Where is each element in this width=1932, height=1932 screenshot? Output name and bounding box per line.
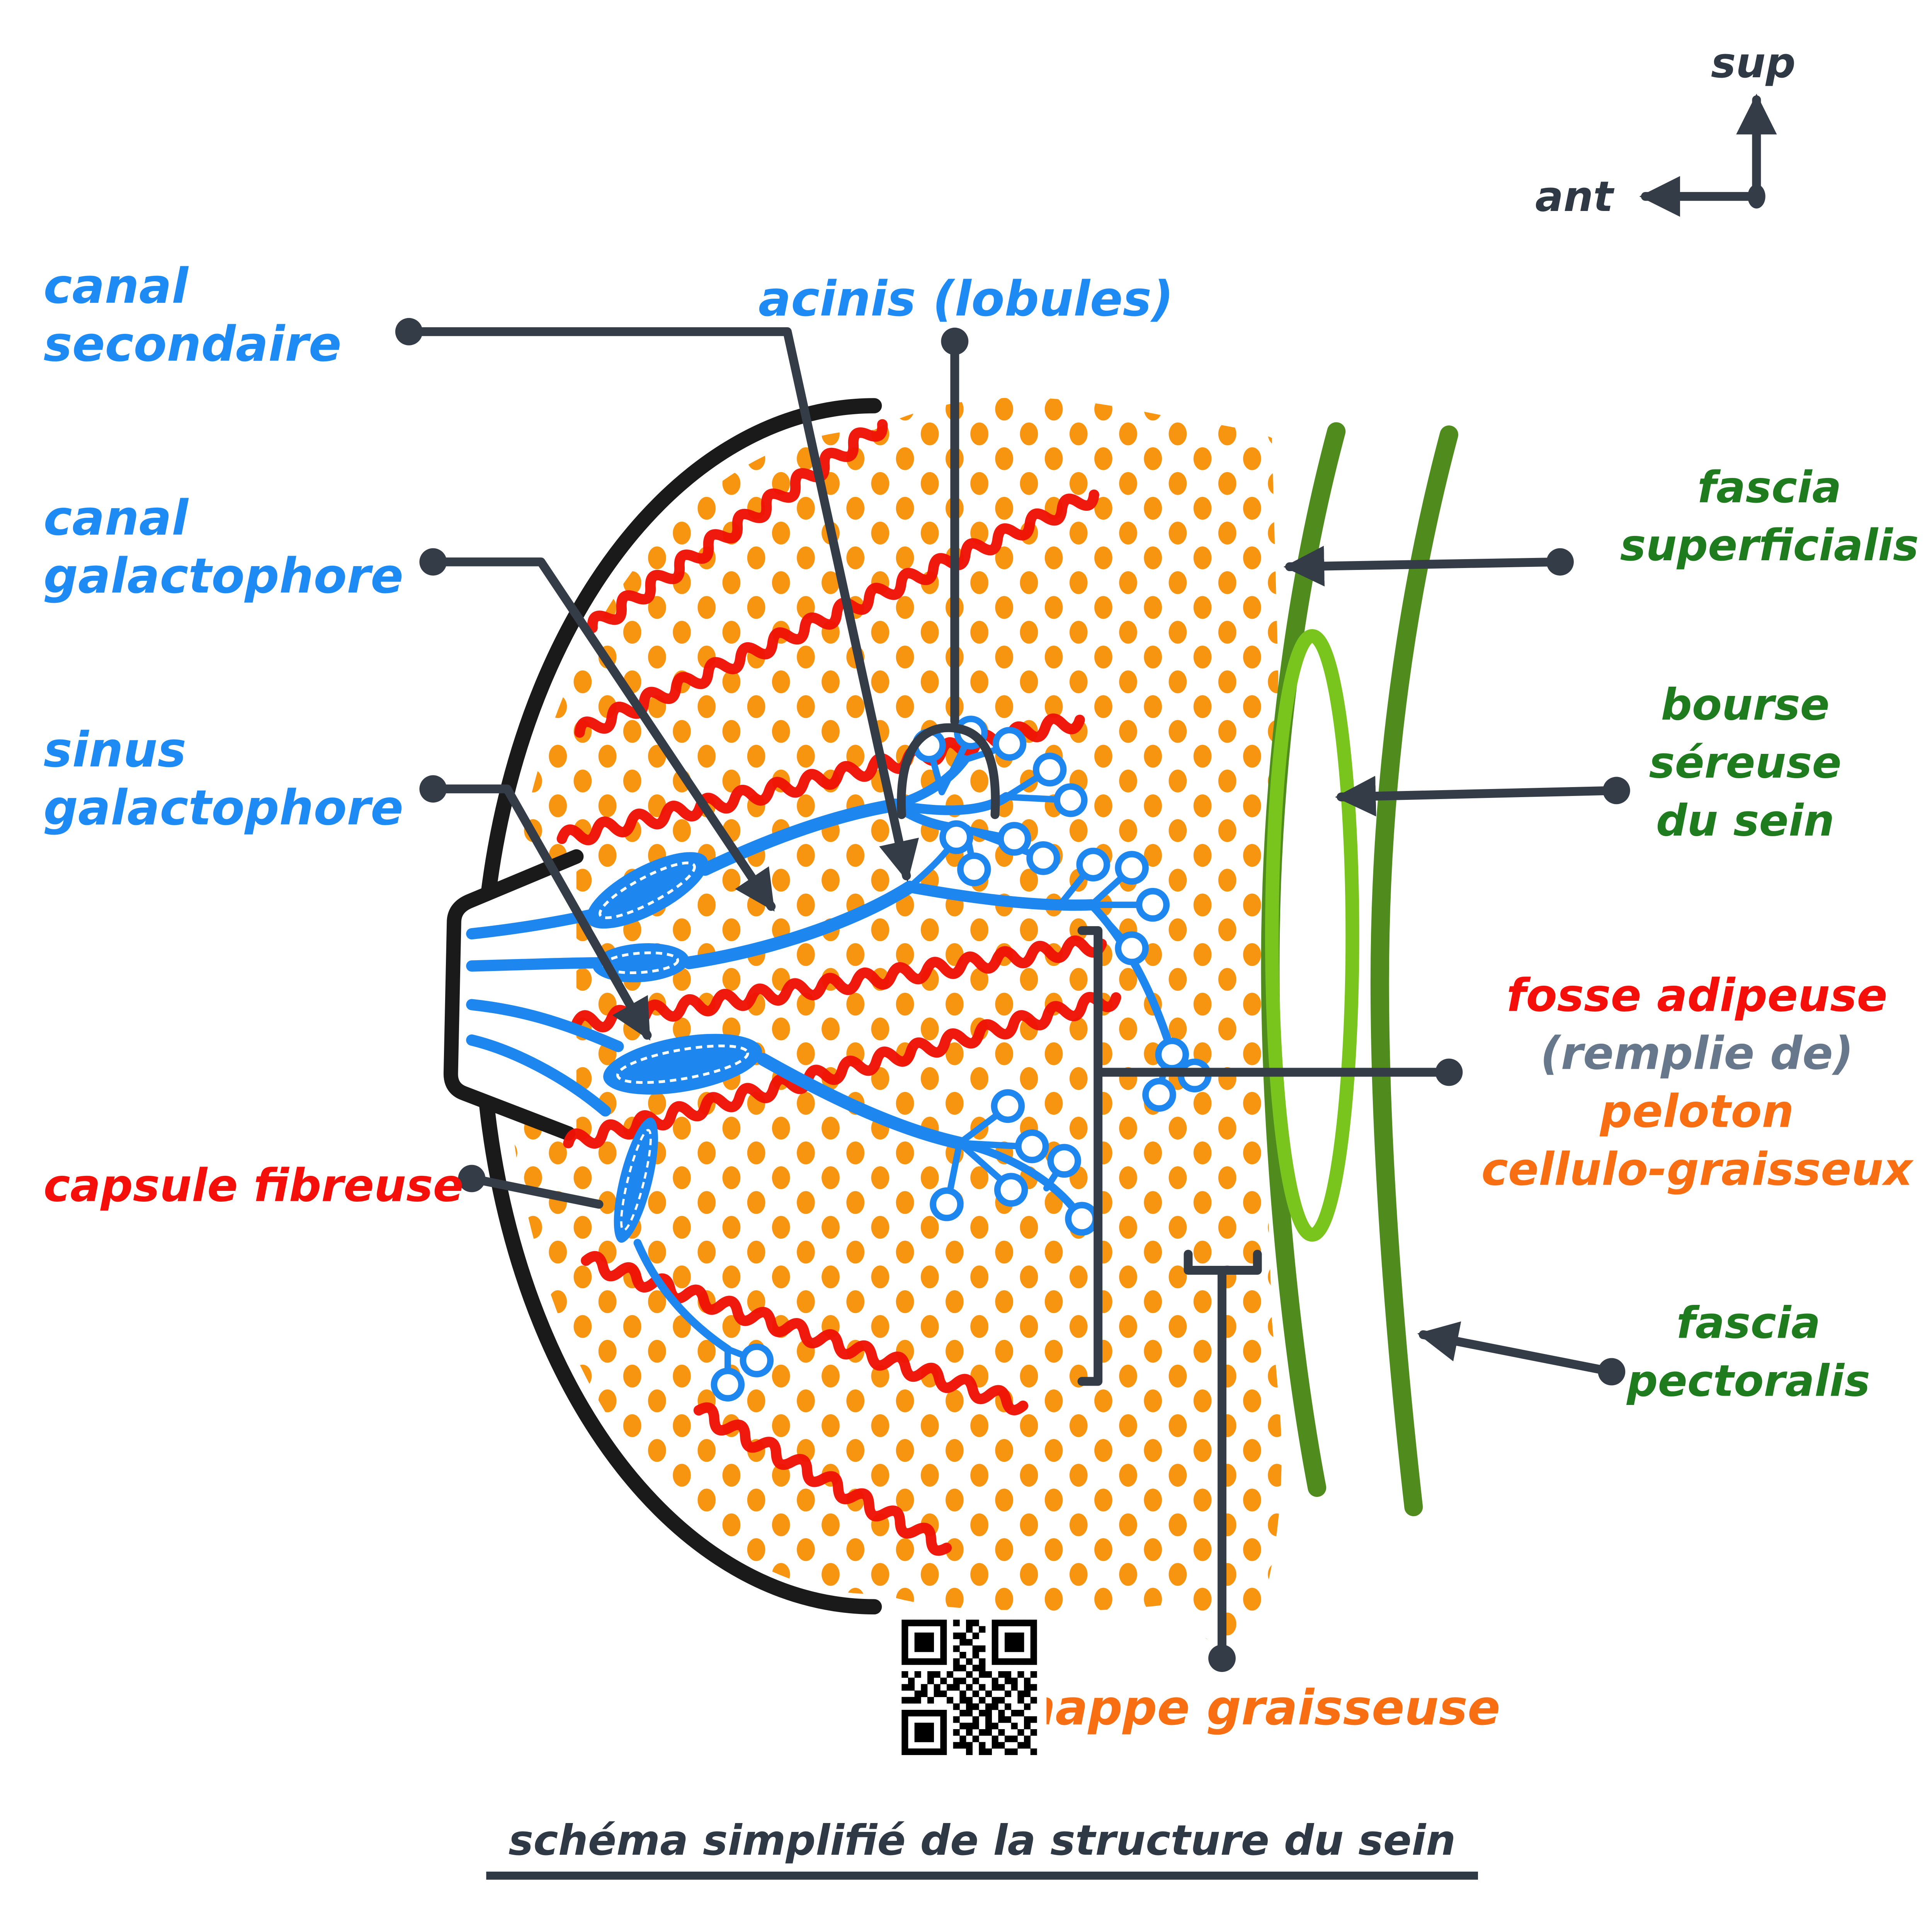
fascia-superficialis-leader	[1283, 546, 1565, 587]
qr-code	[892, 1610, 1047, 1765]
acinis-bracket	[897, 723, 1000, 819]
svg-text:galactophore: galactophore	[44, 548, 403, 604]
svg-text:secondaire: secondaire	[44, 316, 342, 372]
galactophore-sinuses	[586, 852, 762, 1243]
label-fosse-adipeuse: fosse adipeuse (remplie de) peloton cell…	[1481, 969, 1914, 1196]
svg-text:(remplie de): (remplie de)	[1540, 1027, 1854, 1080]
page-title: schéma simplifié de la structure du sein	[509, 1816, 1456, 1865]
nappe-graisseuse-dot	[1208, 1645, 1236, 1672]
svg-text:canal: canal	[44, 258, 189, 314]
label-bourse-sereuse: bourse séreuse du sein	[1649, 679, 1842, 846]
fosse-adipeuse-bracket	[1077, 926, 1103, 1386]
svg-text:fascia: fascia	[1697, 462, 1842, 513]
callout-leaders	[395, 318, 1630, 1672]
acini-lobule-circles	[711, 716, 1212, 1402]
label-fascia-superficialis: fascia superficialis	[1620, 462, 1919, 571]
canal-secondaire-duct	[904, 881, 1097, 911]
svg-text:fosse adipeuse: fosse adipeuse	[1507, 969, 1888, 1022]
fascia-superficialis-line	[1261, 422, 1346, 1497]
capsule-fibreuse-leader	[467, 1174, 604, 1209]
svg-text:séreuse: séreuse	[1649, 737, 1842, 788]
label-nappe-graisseuse: nappe graisseuse	[1021, 1680, 1500, 1736]
sinus-galactophore-leader	[429, 784, 652, 1041]
label-canal-galactophore: canal galactophore	[44, 490, 403, 604]
svg-text:canal: canal	[44, 490, 189, 546]
label-fascia-pectoralis: fascia pectoralis	[1626, 1298, 1870, 1406]
fascia-layers	[1261, 422, 1458, 1516]
title-block: schéma simplifié de la structure du sein	[486, 1816, 1478, 1880]
main-duct-to-junction	[682, 881, 916, 969]
svg-text:du sein: du sein	[1656, 796, 1835, 846]
orientation-axes: sup ant	[1535, 38, 1796, 221]
svg-text:superficialis: superficialis	[1620, 520, 1919, 571]
sinus-galactophore-shape	[603, 1034, 762, 1095]
red-fibrous-septa-lines	[556, 419, 1121, 1556]
svg-text:peloton: peloton	[1599, 1085, 1794, 1138]
axis-label-sup: sup	[1711, 38, 1796, 87]
axes-origin-dot	[1747, 184, 1765, 209]
axis-label-ant: ant	[1535, 172, 1615, 221]
diagram-labels: canal secondaire canal galactophore sinu…	[44, 258, 1919, 1736]
label-acinis: acinis (lobules)	[759, 271, 1173, 327]
svg-text:galactophore: galactophore	[44, 780, 403, 836]
label-capsule-fibreuse: capsule fibreuse	[44, 1159, 464, 1212]
canal-secondaire-leader	[404, 327, 919, 882]
bourse-sereuse-leader	[1335, 776, 1621, 817]
svg-text:pectoralis: pectoralis	[1626, 1356, 1870, 1406]
label-canal-secondaire: canal secondaire	[44, 258, 342, 372]
fascia-pectoralis-line	[1370, 425, 1458, 1516]
canal-galactophore-leader	[429, 557, 776, 912]
label-sinus-galactophore: sinus galactophore	[44, 722, 403, 836]
svg-text:bourse: bourse	[1661, 679, 1830, 730]
fascia-pectoralis-leader	[1417, 1321, 1616, 1376]
svg-text:sinus: sinus	[44, 722, 187, 778]
bourse-sereuse-ellipse	[1265, 629, 1359, 1242]
svg-text:fascia: fascia	[1677, 1298, 1821, 1349]
nipple-outline	[443, 849, 584, 1141]
svg-text:cellulo-graisseux: cellulo-graisseux	[1481, 1143, 1914, 1196]
